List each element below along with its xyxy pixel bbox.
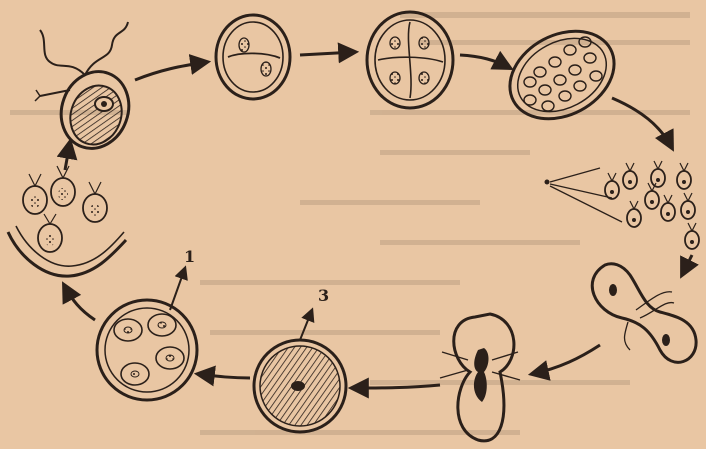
stage-label-1: 1 [184,247,195,266]
arrow-zoospores-to-flagellated [65,142,70,170]
arrow-stage-3-to-stage-1 [198,374,250,378]
arrow-two-to-four-cell [300,52,355,55]
multinucleate-stage [495,14,630,136]
zygote-formation [440,314,520,441]
stage-label-3: 3 [318,286,329,305]
arrow-gametes-to-fusion [682,255,692,275]
arrow-four-to-multi [460,55,510,68]
gamete-cluster [545,161,700,249]
stage-1-zoosporangium: 1 [97,247,197,400]
four-cell-stage [367,12,453,108]
arrow-zoospore-to-two-cell [135,62,207,80]
stage-3-zygote: 3 [254,286,346,432]
arrow-fusion-to-zygote [532,345,600,374]
two-cell-stage [216,15,290,99]
arrow-zygote-to-stage-3 [352,385,440,388]
fusing-gametes [592,264,696,363]
flagellated-cell [35,22,139,158]
arrow-multi-to-gametes [612,98,672,148]
cycle-arrows [64,52,692,388]
arrow-stage-1-to-zoospores [64,285,95,320]
released-zoospores [8,166,126,276]
